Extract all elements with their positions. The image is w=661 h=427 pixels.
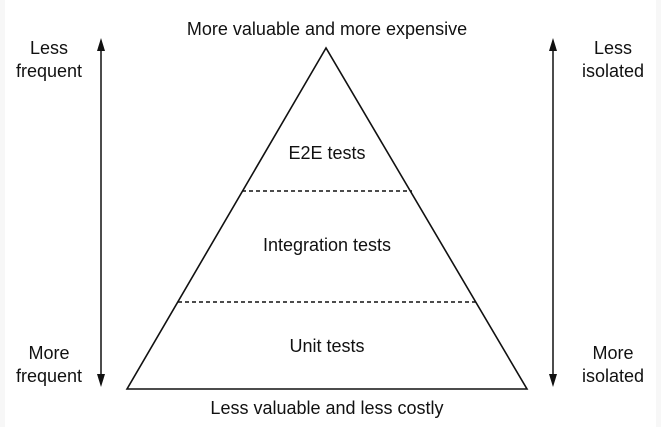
left-axis-top-line-1: Less xyxy=(29,38,69,58)
left-axis-top-line-2: frequent xyxy=(15,61,83,81)
right-axis-top-line-2: isolated xyxy=(581,61,645,81)
left-double-arrow xyxy=(97,38,105,387)
right-axis-bottom-line-2: isolated xyxy=(581,366,645,386)
left-axis-bottom-line-1: More xyxy=(28,343,70,363)
left-axis-bottom-label: More frequent xyxy=(7,342,91,388)
pyramid-outline xyxy=(125,46,529,390)
right-double-arrow xyxy=(549,38,557,387)
top-caption: More valuable and more expensive xyxy=(186,19,468,39)
right-arrow-down-head xyxy=(549,374,557,387)
left-axis-top-label: Less frequent xyxy=(7,37,91,83)
left-arrow-up-head xyxy=(97,38,105,51)
layer-label-e2e: E2E tests xyxy=(288,143,366,163)
diagram-graphics xyxy=(97,38,557,390)
right-axis-top-line-1: Less xyxy=(593,38,633,58)
layer-label-integration: Integration tests xyxy=(262,235,392,255)
right-axis-bottom-line-1: More xyxy=(592,343,634,363)
bottom-caption: Less valuable and less costly xyxy=(210,398,444,418)
right-arrow-up-head xyxy=(549,38,557,51)
right-axis-bottom-label: More isolated xyxy=(570,342,656,388)
left-arrow-down-head xyxy=(97,374,105,387)
left-axis-bottom-line-2: frequent xyxy=(15,366,83,386)
test-pyramid-diagram: More valuable and more expensive Less va… xyxy=(5,0,656,427)
right-axis-top-label: Less isolated xyxy=(570,37,656,83)
layer-label-unit: Unit tests xyxy=(289,336,365,356)
